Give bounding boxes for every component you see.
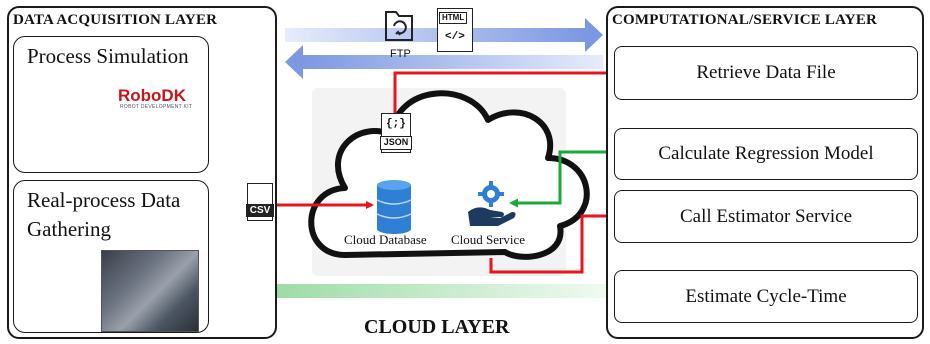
cloud-database-label: Cloud Database [344,232,427,247]
step-calculate-regression-model: Calculate Regression Model [614,128,918,180]
cloud-layer-title: CLOUD LAYER [364,316,510,338]
database-icon [376,180,412,234]
robodk-wordmark: RoboDK [118,86,186,105]
html-code-glyph: </> [445,31,465,43]
cloud-service-gear-icon [468,181,516,226]
ftp-exchange-arrows [285,18,603,79]
computational-service-title: COMPUTATIONAL/SERVICE LAYER [612,12,878,28]
csv-file-icon: CSV [246,183,274,221]
result-return-arrow [222,274,610,308]
csv-file-label: CSV [246,204,274,217]
json-file-icon: {;} JSON [380,113,412,153]
html-file-label: HTML [439,12,468,24]
step-retrieve-data-file: Retrieve Data File [614,46,918,100]
html-file-icon: HTML </> [437,8,473,52]
json-file-label: JSON [380,136,412,150]
json-glyph: {;} [386,118,406,130]
step-call-estimator-service: Call Estimator Service [614,190,918,243]
process-simulation-title: Process Simulation [27,44,189,68]
factory-photo [101,250,199,332]
robodk-subtitle: ROBOT DEVELOPMENT KIT [120,104,193,110]
green-model-flow [509,150,612,208]
real-process-title-line2: Gathering [27,217,111,241]
data-acquisition-title: DATA ACQUISITION LAYER [13,12,218,28]
ftp-label: FTP [390,48,411,60]
real-process-title-line1: Real-process Data [27,188,181,212]
cloud-service-label: Cloud Service [451,232,526,247]
ftp-folder-icon [385,11,413,41]
step-estimate-cycle-time: Estimate Cycle-Time [614,270,918,323]
process-simulation-box [13,36,209,173]
